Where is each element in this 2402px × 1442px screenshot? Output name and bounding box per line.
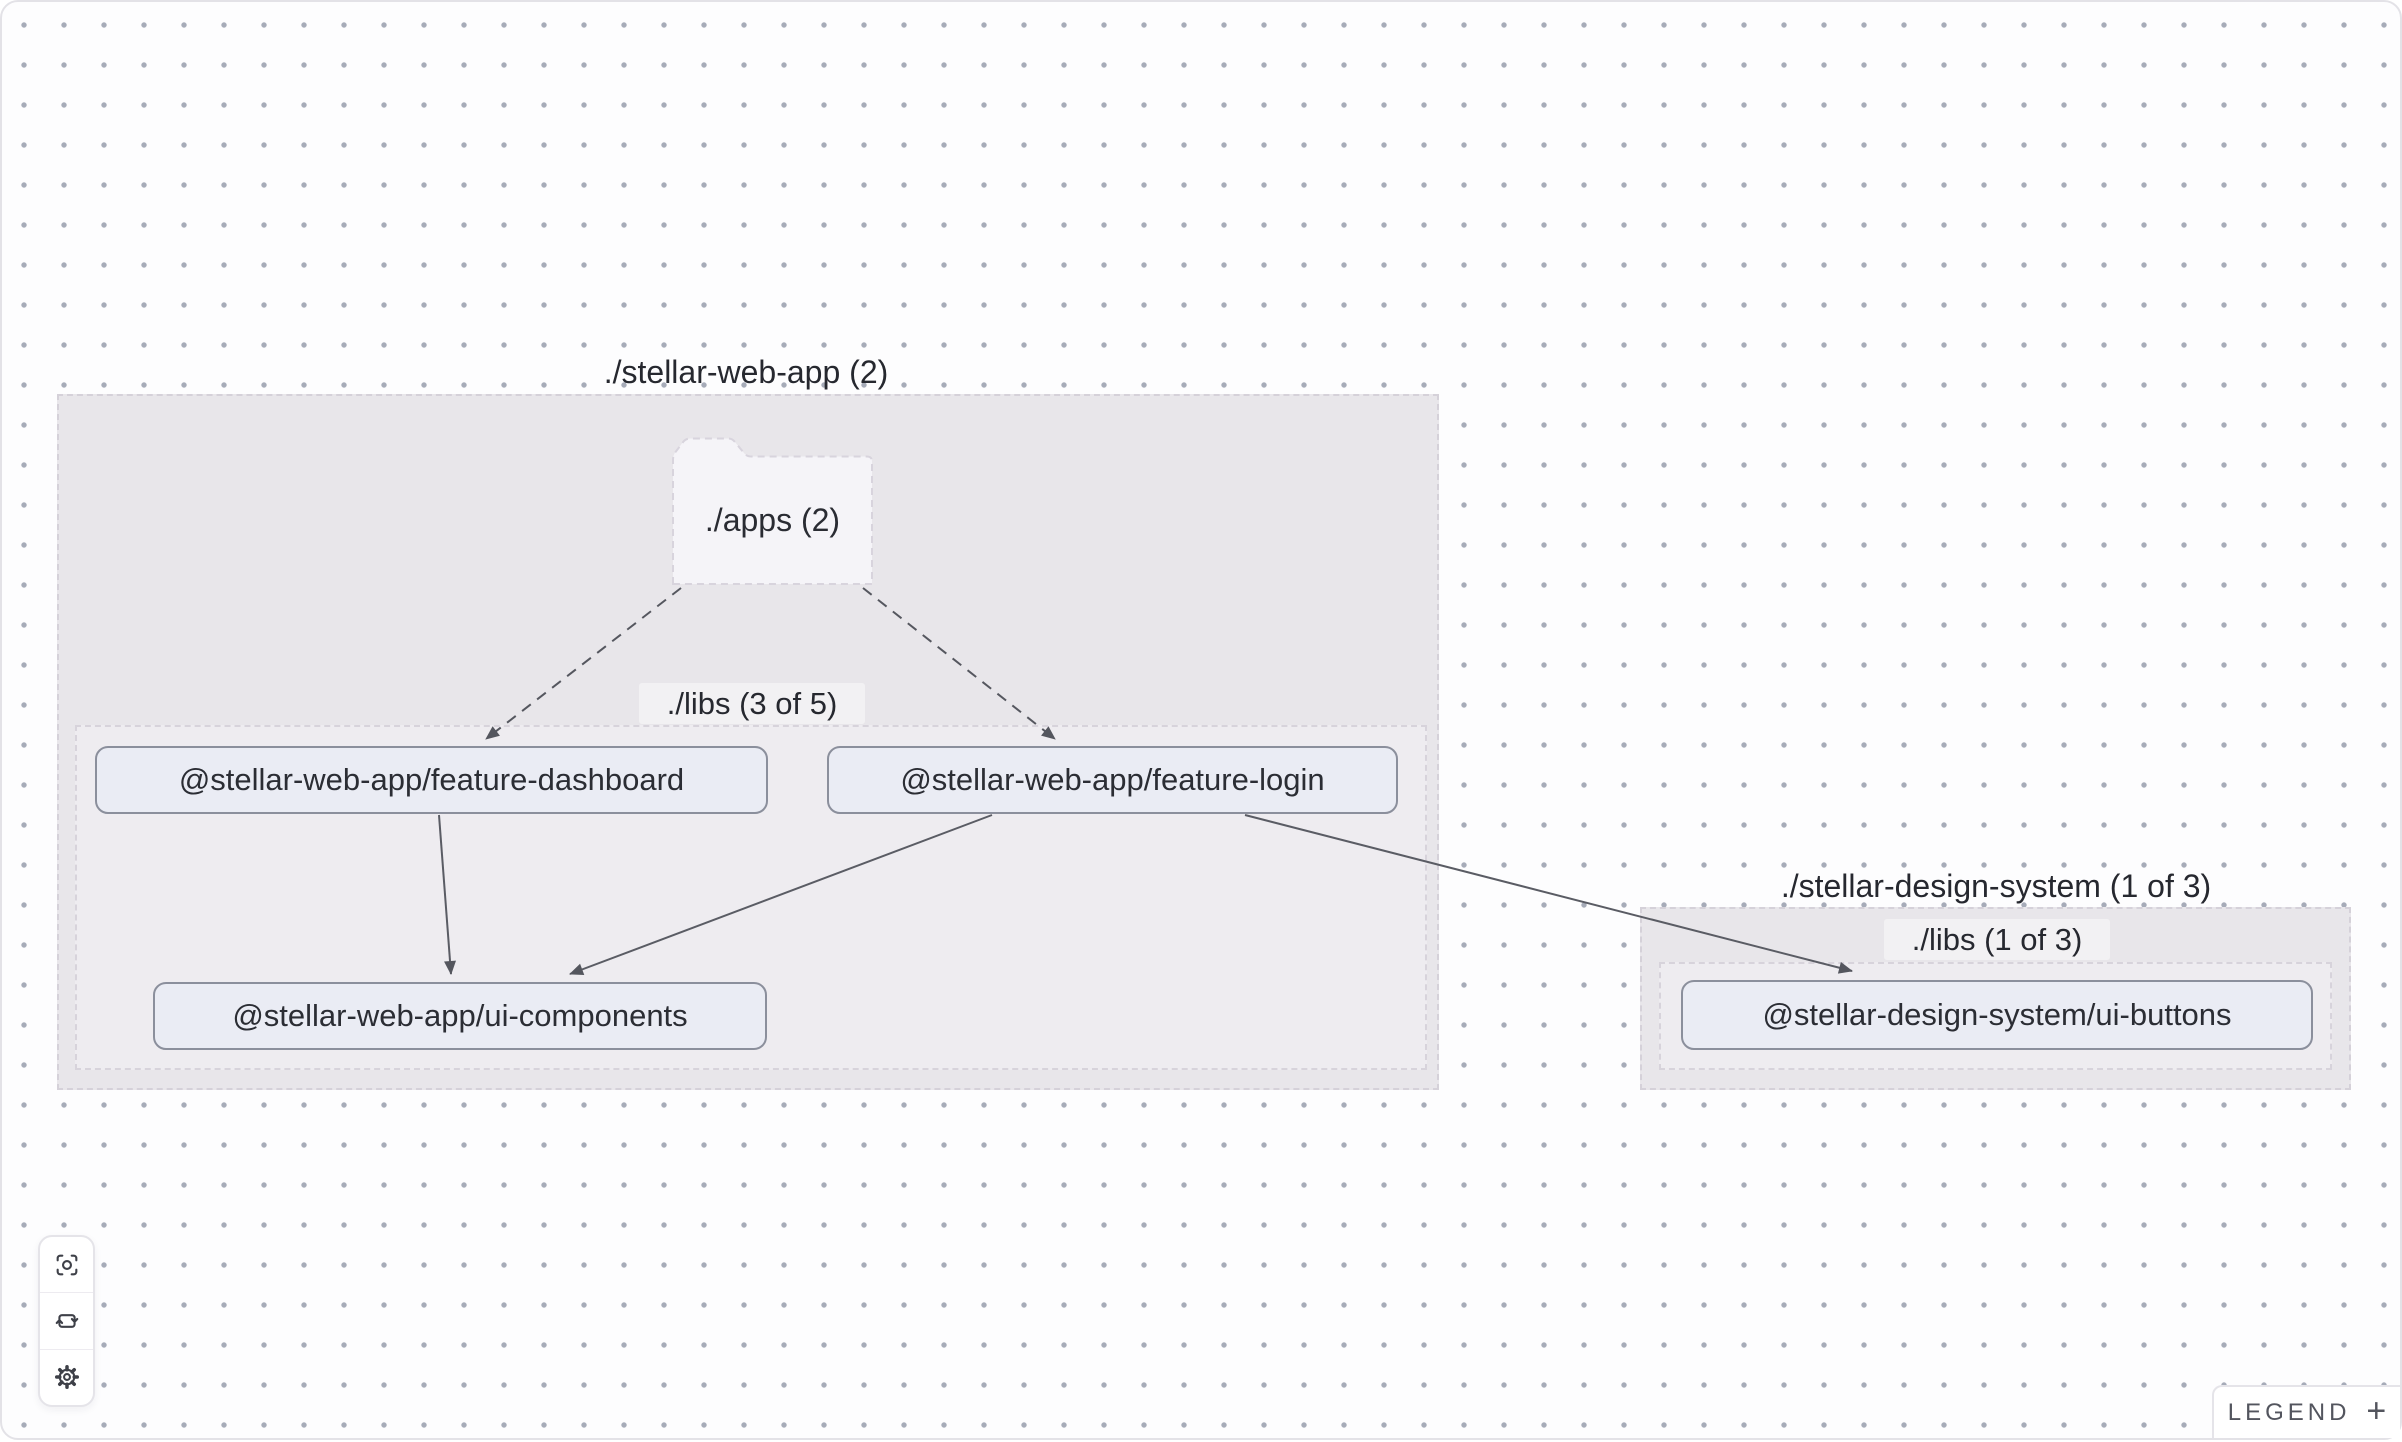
edge-feature-login-to-ui-buttons[interactable] [1244,814,1853,974]
settings-button[interactable] [40,1348,93,1405]
group-title-stellar-web-app: ./stellar-web-app (2) [603,354,889,390]
focus-icon [56,1254,77,1276]
focus-button[interactable] [40,1237,93,1292]
node-ui-components[interactable]: @stellar-web-app/ui-components [153,982,767,1050]
libs-label-text: ./libs (3 of 5) [638,683,866,724]
node-ui-buttons[interactable]: @stellar-design-system/ui-buttons [1681,980,2313,1050]
legend-button[interactable]: LEGEND + [2212,1385,2400,1438]
libs-label-text: ./libs (1 of 3) [1883,919,2111,960]
canvas-toolbar [38,1235,95,1407]
node-feature-dashboard[interactable]: @stellar-web-app/feature-dashboard [95,746,768,814]
legend-label: LEGEND [2227,1398,2351,1426]
edge-feature-dashboard-to-ui-components[interactable] [438,814,457,975]
plus-icon: + [2366,1391,2387,1430]
folder-node-apps[interactable]: ./apps (2) [671,433,874,587]
group-label-web-app-libs: ./libs (3 of 5) [452,683,1052,724]
refresh-icon [55,1314,78,1328]
group-title-stellar-design-system: ./stellar-design-system (1 of 3) [1780,868,2212,904]
edge-apps-to-feature-dashboard[interactable] [485,587,682,740]
folder-icon [672,437,873,585]
node-feature-login[interactable]: @stellar-web-app/feature-login [827,746,1398,814]
edge-apps-to-feature-login[interactable] [862,587,1056,740]
group-label-design-system-libs: ./libs (1 of 3) [1697,919,2297,960]
gear-icon [54,1365,79,1390]
folder-label: ./apps (2) [704,501,841,538]
edge-feature-login-to-ui-components[interactable] [569,814,993,976]
refresh-button[interactable] [40,1292,93,1348]
